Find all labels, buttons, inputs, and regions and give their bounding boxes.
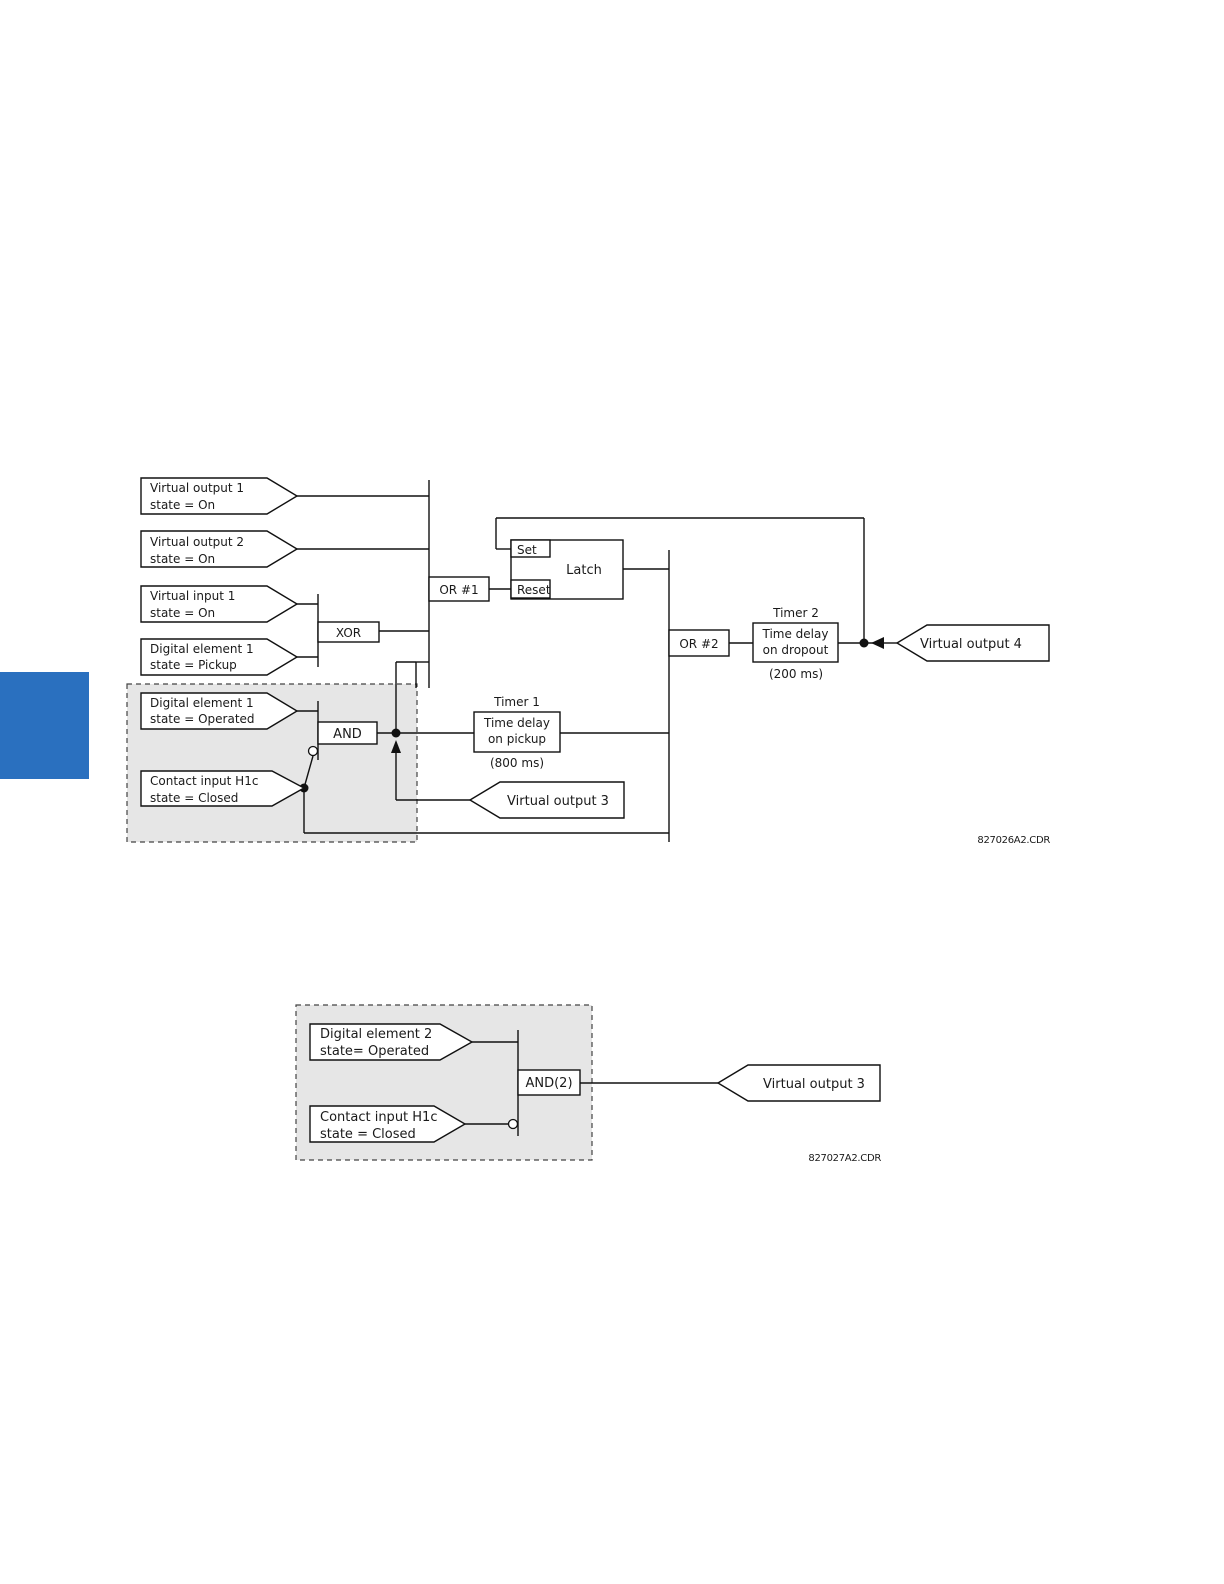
input-digital-element-1-operated: Digital element 1 state = Operated (140, 692, 299, 730)
output-virtual-output-4: Virtual output 4 (895, 624, 1050, 662)
arrow-left-icon (871, 637, 884, 649)
or2-gate: OR #2 (668, 629, 730, 657)
svg-text:state = On: state = On (150, 498, 215, 512)
negation-bubble (507, 1118, 519, 1130)
svg-text:Digital element 2: Digital element 2 (320, 1027, 432, 1042)
svg-text:Virtual output 3: Virtual output 3 (507, 794, 609, 809)
junction-dot (859, 638, 869, 648)
logic-diagram-1: Virtual output 1 state = On Virtual outp… (126, 477, 1051, 846)
svg-text:OR #1: OR #1 (439, 583, 478, 597)
input-virtual-output-1: Virtual output 1 state = On (140, 477, 299, 515)
svg-text:XOR: XOR (336, 626, 361, 640)
svg-text:Virtual output 3: Virtual output 3 (763, 1077, 865, 1092)
svg-text:state = Closed: state = Closed (150, 791, 238, 805)
svg-text:Time delay: Time delay (483, 716, 550, 730)
svg-text:Digital element 1: Digital element 1 (150, 696, 254, 710)
svg-text:Contact input H1c: Contact input H1c (320, 1110, 437, 1125)
svg-text:state = On: state = On (150, 606, 215, 620)
svg-text:on pickup: on pickup (488, 732, 546, 746)
svg-text:Virtual output 4: Virtual output 4 (920, 637, 1022, 652)
output-virtual-output-3: Virtual output 3 (716, 1064, 881, 1102)
svg-text:Latch: Latch (566, 563, 602, 578)
input-digital-element-1-pickup: Digital element 1 state = Pickup (140, 638, 299, 676)
wires (296, 480, 897, 842)
junction-dot (391, 728, 401, 738)
output-virtual-output-3: Virtual output 3 (468, 781, 625, 819)
or1-gate: OR #1 (428, 576, 490, 602)
svg-text:Time delay: Time delay (762, 627, 829, 641)
logic-diagram-2: Digital element 2 state= Operated Contac… (295, 1004, 882, 1164)
svg-text:AND: AND (333, 727, 362, 742)
chapter-tab (0, 672, 89, 779)
svg-text:Timer 1: Timer 1 (493, 695, 540, 709)
and-gate: AND (317, 721, 378, 745)
svg-text:Set: Set (517, 543, 537, 557)
input-contact-input-h1c: Contact input H1c state = Closed (309, 1105, 467, 1143)
svg-text:OR #2: OR #2 (679, 637, 718, 651)
input-virtual-output-2: Virtual output 2 state = On (140, 530, 299, 568)
figure-code: 827027A2.CDR (808, 1153, 881, 1164)
svg-text:Timer 2: Timer 2 (772, 606, 819, 620)
svg-text:Virtual input 1: Virtual input 1 (150, 589, 235, 603)
xor-gate: XOR (317, 621, 380, 643)
svg-text:state = Pickup: state = Pickup (150, 658, 237, 672)
timer-2: Timer 2 Time delay on dropout (200 ms) (752, 606, 839, 681)
svg-text:(200 ms): (200 ms) (769, 667, 823, 681)
svg-text:state = On: state = On (150, 552, 215, 566)
svg-text:Digital element 1: Digital element 1 (150, 642, 254, 656)
svg-text:state = Operated: state = Operated (150, 712, 255, 726)
svg-text:Virtual output 1: Virtual output 1 (150, 481, 244, 495)
svg-text:(800 ms): (800 ms) (490, 756, 544, 770)
svg-text:Reset: Reset (517, 583, 551, 597)
svg-text:AND(2): AND(2) (525, 1076, 572, 1091)
timer-1: Timer 1 Time delay on pickup (800 ms) (473, 695, 561, 770)
figure-code: 827026A2.CDR (977, 835, 1050, 846)
svg-text:state = Closed: state = Closed (320, 1127, 416, 1142)
latch-block: Set Reset Latch (510, 539, 624, 600)
input-contact-input-h1c: Contact input H1c state = Closed (140, 770, 306, 807)
input-virtual-input-1: Virtual input 1 state = On (140, 585, 299, 623)
and2-gate: AND(2) (517, 1069, 581, 1096)
svg-text:state= Operated: state= Operated (320, 1044, 429, 1059)
svg-text:on dropout: on dropout (763, 643, 829, 657)
arrow-up-icon (391, 740, 401, 753)
svg-text:Contact input H1c: Contact input H1c (150, 774, 258, 788)
svg-text:Virtual output 2: Virtual output 2 (150, 535, 244, 549)
negation-bubble (307, 745, 319, 757)
input-digital-element-2-operated: Digital element 2 state= Operated (309, 1023, 474, 1061)
